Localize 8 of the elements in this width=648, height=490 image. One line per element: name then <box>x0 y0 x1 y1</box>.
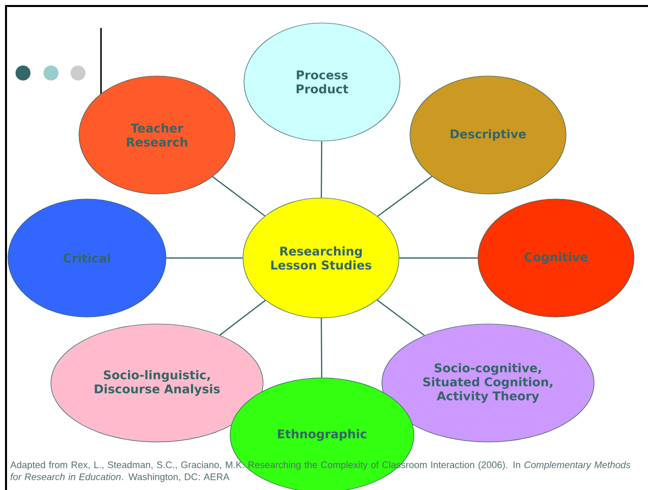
connector-line <box>219 300 266 336</box>
connector-line <box>320 318 322 378</box>
connector-line <box>399 257 478 259</box>
connector-line <box>212 176 266 216</box>
connector-line <box>320 141 322 198</box>
connector-line <box>377 176 432 217</box>
connector-line <box>166 257 243 259</box>
connector-line <box>376 300 425 336</box>
